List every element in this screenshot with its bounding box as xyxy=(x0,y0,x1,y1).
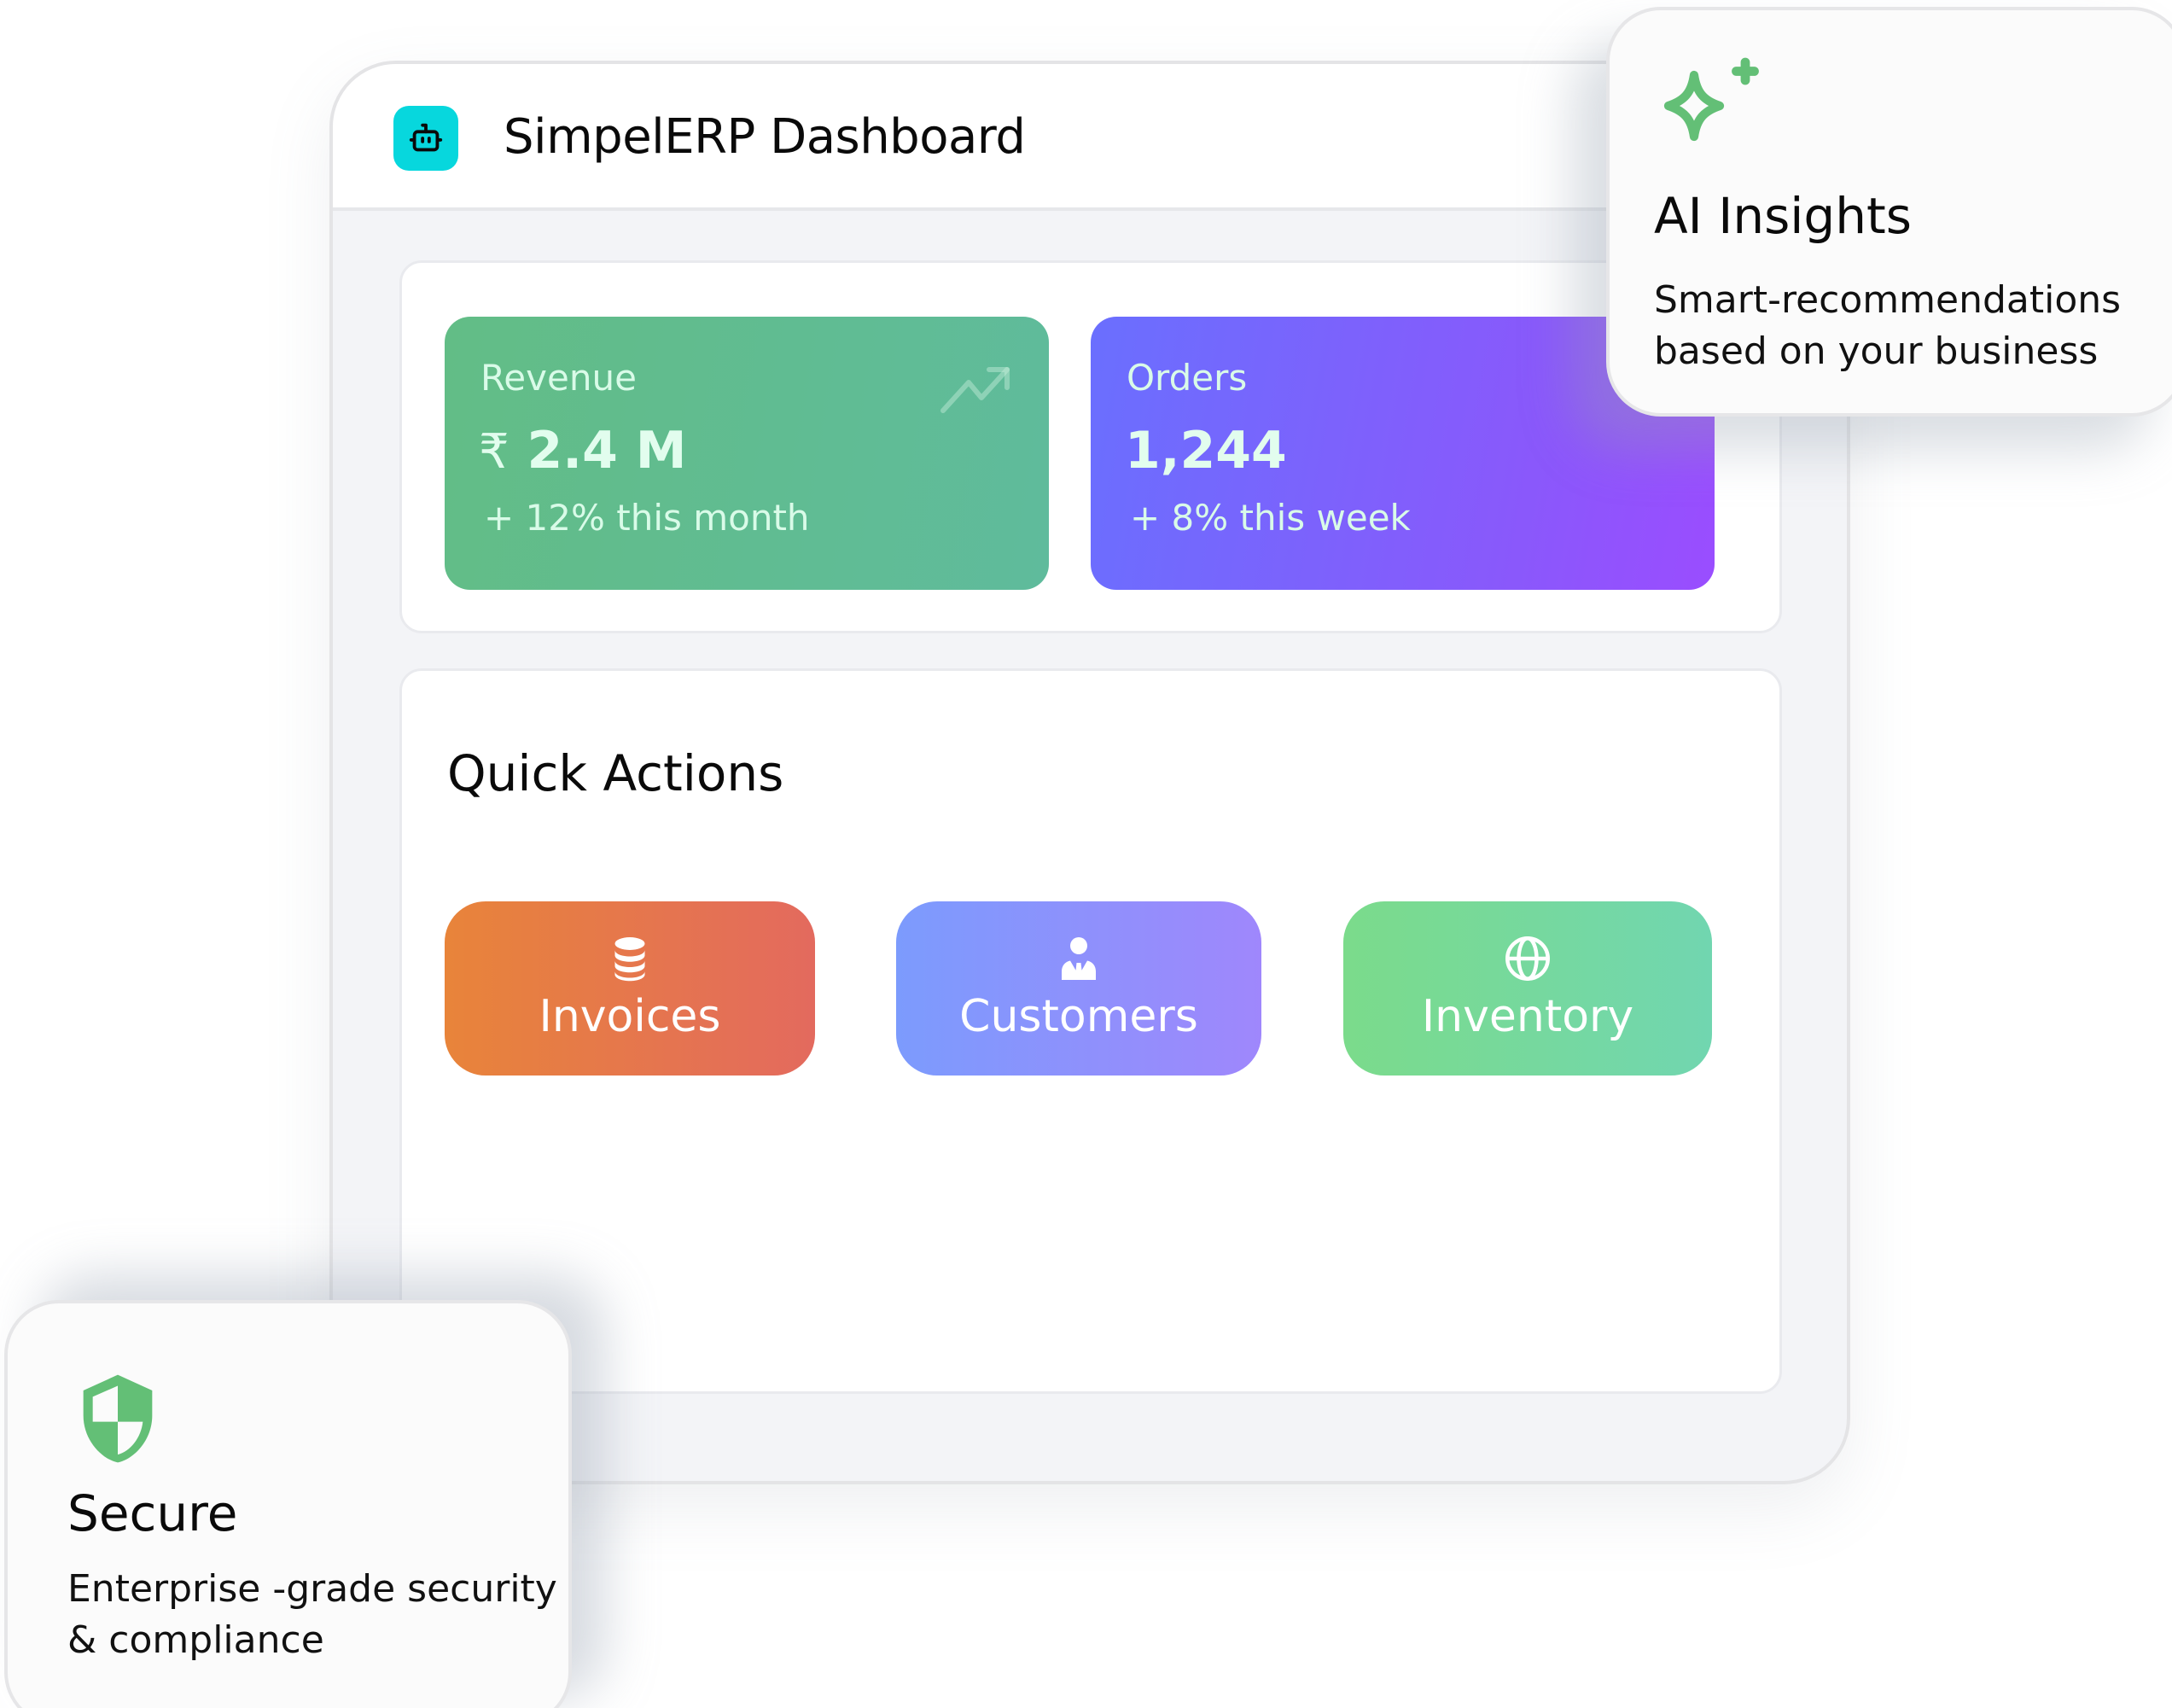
globe-icon xyxy=(1505,936,1550,981)
orders-label: Orders xyxy=(1127,357,1248,399)
window-header: SimpelERP Dashboard xyxy=(333,64,1847,211)
customers-button[interactable]: Customers xyxy=(896,901,1261,1076)
orders-value: 1,244 xyxy=(1125,421,1287,481)
invoices-button[interactable]: Invoices xyxy=(445,901,815,1076)
inventory-button[interactable]: Inventory xyxy=(1343,901,1712,1076)
app-logo xyxy=(393,106,458,171)
orders-change: + 8% this week xyxy=(1130,497,1411,539)
stats-panel: Revenue ₹ 2.4 M + 12% this month Orders … xyxy=(399,260,1782,633)
revenue-change: + 12% this month xyxy=(484,497,810,539)
app-title: SimpelERP Dashboard xyxy=(504,109,1026,165)
secure-card: Secure Enterprise -grade security & comp… xyxy=(4,1300,572,1708)
ai-insights-description: Smart-recommendations based on your busi… xyxy=(1654,278,2122,373)
revenue-amount: 2.4 M xyxy=(527,421,687,481)
revenue-value: ₹ 2.4 M xyxy=(479,419,686,484)
user-tie-icon xyxy=(1062,937,1096,980)
ai-insights-card: AI Insights Smart-recommendations based … xyxy=(1606,7,2172,417)
sparkle-icon xyxy=(1663,57,1759,142)
shield-icon xyxy=(83,1374,153,1463)
quick-actions-title: Quick Actions xyxy=(447,744,784,802)
trending-up-icon xyxy=(940,367,1010,413)
invoices-label: Invoices xyxy=(539,991,721,1042)
quick-actions-panel: Quick Actions Invoices Customers xyxy=(399,668,1782,1394)
secure-description: Enterprise -grade security & compliance xyxy=(67,1567,557,1662)
customers-label: Customers xyxy=(959,991,1198,1042)
ai-insights-title: AI Insights xyxy=(1654,187,1912,245)
rupee-symbol: ₹ xyxy=(479,424,510,480)
robot-icon xyxy=(409,123,443,152)
inventory-label: Inventory xyxy=(1421,991,1634,1042)
database-icon xyxy=(614,937,645,982)
revenue-card[interactable]: Revenue ₹ 2.4 M + 12% this month xyxy=(445,317,1049,590)
revenue-label: Revenue xyxy=(480,357,637,399)
dashboard-window: SimpelERP Dashboard Revenue ₹ 2.4 M + 12… xyxy=(329,61,1850,1484)
secure-title: Secure xyxy=(67,1484,238,1542)
